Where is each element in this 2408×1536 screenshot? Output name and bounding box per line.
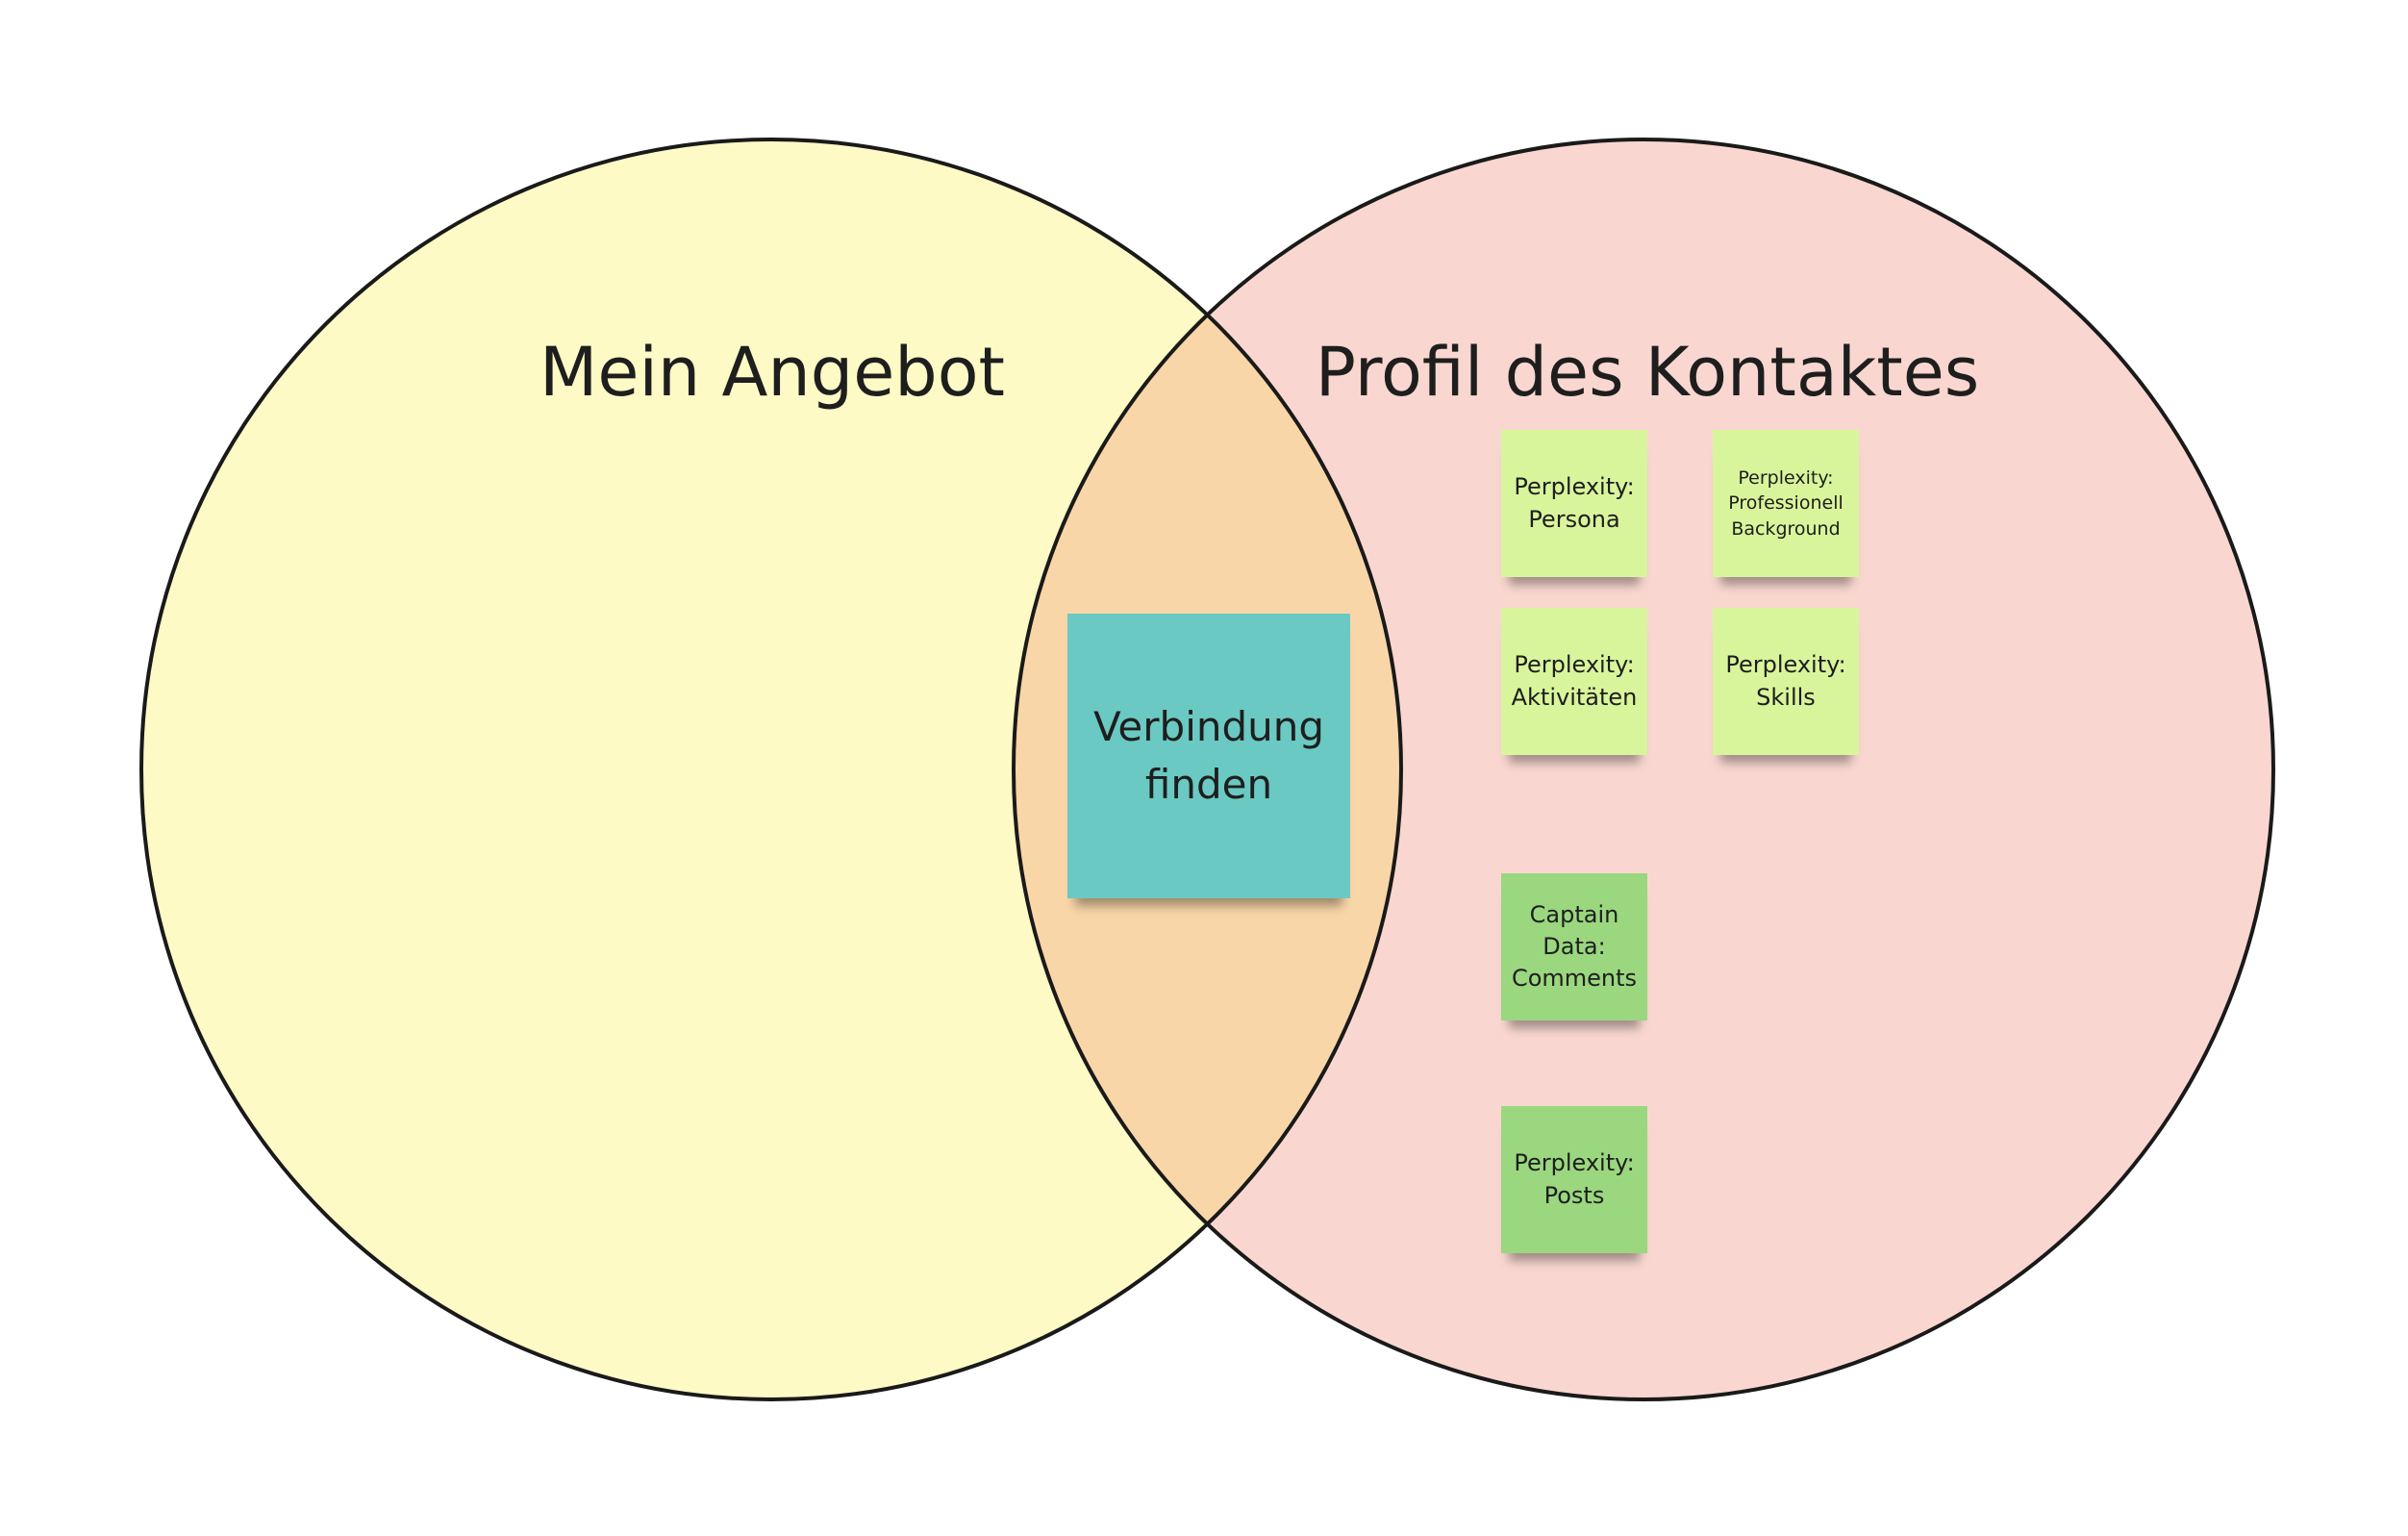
sticky-note-verbindung-finden[interactable]: Verbindung finden bbox=[1067, 614, 1350, 898]
left-circle bbox=[141, 139, 1401, 1399]
sticky-note-posts[interactable]: Perplexity: Posts bbox=[1501, 1106, 1647, 1253]
sticky-note-comments[interactable]: Captain Data: Comments bbox=[1501, 873, 1647, 1020]
sticky-note-professionell-background[interactable]: Perplexity: Professionell Background bbox=[1713, 430, 1859, 577]
sticky-note-label: Verbindung finden bbox=[1092, 703, 1325, 808]
title-mein-angebot: Mein Angebot bbox=[539, 333, 1005, 412]
sticky-note-label: Perplexity: Persona bbox=[1514, 473, 1635, 533]
right-circle bbox=[1014, 139, 2273, 1399]
sticky-note-label: Perplexity: Aktivitäten bbox=[1511, 651, 1638, 711]
right-circle-outline bbox=[1012, 138, 2275, 1401]
sticky-note-aktivitaeten[interactable]: Perplexity: Aktivitäten bbox=[1501, 608, 1647, 755]
sticky-note-skills[interactable]: Perplexity: Skills bbox=[1713, 608, 1859, 755]
sticky-note-label: Perplexity: Posts bbox=[1514, 1149, 1635, 1209]
sticky-note-label: Perplexity: Skills bbox=[1725, 651, 1846, 711]
sticky-note-persona[interactable]: Perplexity: Persona bbox=[1501, 430, 1647, 577]
sticky-note-label: Captain Data: Comments bbox=[1511, 900, 1638, 993]
left-circle-outline bbox=[139, 138, 1403, 1401]
title-profil-des-kontaktes: Profil des Kontaktes bbox=[1315, 333, 1980, 412]
sticky-note-label: Perplexity: Professionell Background bbox=[1728, 467, 1844, 540]
